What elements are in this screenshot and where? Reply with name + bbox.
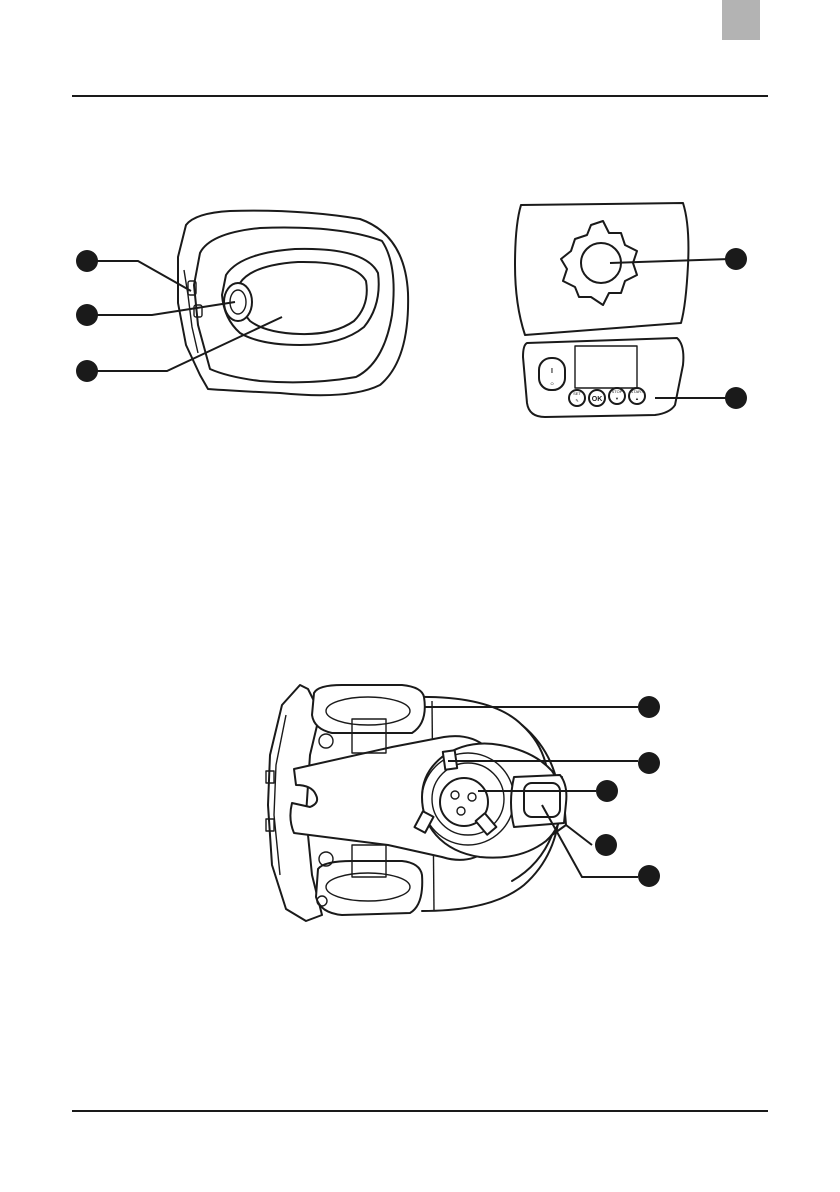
height-adjuster-panel — [515, 203, 688, 335]
callout-marker — [638, 865, 660, 887]
up-arrow-icon: ▲ — [635, 396, 639, 401]
ok-button[interactable]: OK — [589, 390, 605, 406]
callout-marker — [725, 248, 747, 270]
top-cover-body — [178, 211, 408, 396]
ok-button-label: OK — [592, 396, 603, 403]
power-off-symbol: O — [550, 381, 553, 386]
callout-marker — [638, 696, 660, 718]
callout-marker — [595, 834, 617, 856]
top-cover-figure — [60, 195, 420, 400]
page-tab-marker — [722, 0, 760, 40]
rear-wheel-bottom — [316, 861, 422, 915]
stop-button-label: STOP — [612, 389, 623, 394]
stop-button[interactable]: STOP ▼ — [609, 388, 625, 404]
callout-marker — [638, 752, 660, 774]
footer-rule — [72, 1110, 768, 1112]
callout-marker — [596, 780, 618, 802]
callout-marker — [76, 360, 98, 382]
callout-marker — [76, 304, 98, 326]
start-button[interactable]: START ▲ — [629, 388, 645, 404]
lcd-screen — [575, 346, 637, 388]
latch-button[interactable] — [224, 283, 252, 321]
power-switch[interactable]: I O — [539, 358, 565, 390]
control-panel-figure: I O SET ✎ OK STOP ▼ START ▲ — [505, 195, 755, 425]
charging-contact — [524, 783, 560, 817]
power-on-symbol: I — [551, 368, 553, 375]
start-button-label: START — [631, 389, 644, 394]
rear-wheel-top — [312, 685, 425, 733]
callout-marker — [725, 387, 747, 409]
down-arrow-icon: ▼ — [615, 396, 619, 401]
set-button-label: SET — [573, 391, 581, 396]
wrench-icon: ✎ — [575, 398, 578, 403]
set-button[interactable]: SET ✎ — [569, 390, 585, 406]
underside-figure — [262, 685, 662, 925]
charging-contact-housing — [511, 775, 566, 827]
header-rule — [72, 95, 768, 97]
callout-marker — [76, 250, 98, 272]
